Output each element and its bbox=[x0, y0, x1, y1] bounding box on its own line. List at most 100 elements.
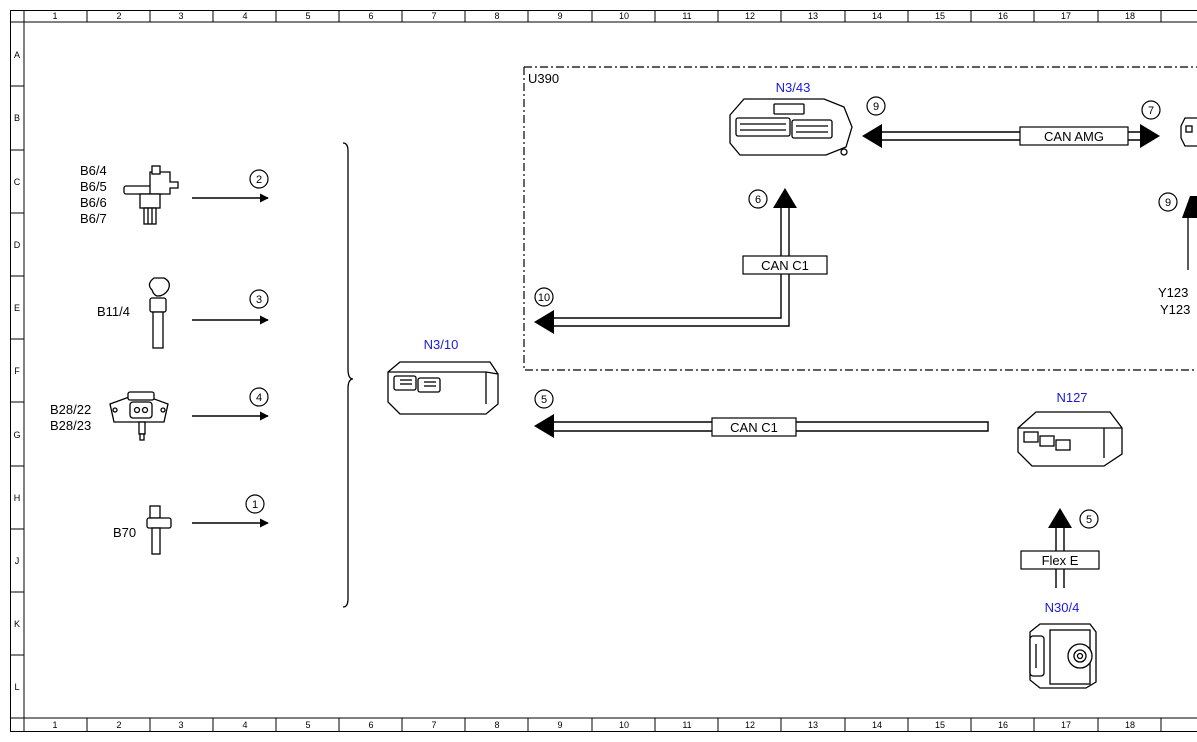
callout-circle-flex-e bbox=[1079, 509, 1099, 529]
bus-flex-e: Flex E 5 bbox=[1020, 508, 1100, 588]
bus-can-c1-upper: CAN C1 6 10 bbox=[534, 188, 828, 334]
temperature-sensor-icon bbox=[148, 277, 170, 349]
callout-circle-b28 bbox=[249, 387, 269, 407]
diagram-frame bbox=[10, 10, 1197, 732]
col-label-bottom-14: 14 bbox=[872, 720, 882, 730]
row-label-A: A bbox=[14, 50, 20, 60]
col-label-6: 6 bbox=[368, 11, 373, 21]
drive-authorization-unit-icon bbox=[1017, 411, 1123, 467]
callout-circle-b11 bbox=[249, 289, 269, 309]
module-n30-4: N30/4 bbox=[1029, 600, 1097, 689]
callout-can-c1-left: 5 bbox=[541, 394, 547, 406]
label-can-c1-lower: CAN C1 bbox=[730, 420, 778, 435]
col-label-bottom-3: 3 bbox=[178, 720, 183, 730]
col-label-13: 13 bbox=[808, 11, 818, 21]
col-label-bottom-13: 13 bbox=[808, 720, 818, 730]
callout-circle-u390-left bbox=[534, 287, 554, 307]
label-b6-5: B6/5 bbox=[80, 179, 107, 194]
callout-circle-can-amg-right bbox=[1141, 100, 1161, 120]
label-b70: B70 bbox=[113, 525, 136, 540]
col-label-bottom-5: 5 bbox=[305, 720, 310, 730]
label-n3-43: N3/43 bbox=[776, 80, 811, 95]
label-b28-22: B28/22 bbox=[50, 402, 91, 417]
col-label-bottom-17: 17 bbox=[1061, 720, 1071, 730]
label-b6-4: B6/4 bbox=[80, 163, 107, 178]
callout-b70: 1 bbox=[252, 499, 258, 511]
col-label-5: 5 bbox=[305, 11, 310, 21]
col-label-15: 15 bbox=[935, 11, 945, 21]
label-b6-6: B6/6 bbox=[80, 195, 107, 210]
callout-b6: 2 bbox=[256, 174, 262, 186]
row-label-J: J bbox=[15, 556, 20, 566]
col-label-bottom-18: 18 bbox=[1125, 720, 1135, 730]
sensor-b28: B28/22 B28/23 4 bbox=[50, 387, 269, 441]
sensor-b70: B70 1 bbox=[113, 494, 269, 555]
crankshaft-sensor-icon bbox=[146, 505, 172, 555]
ecu-n3-43: N3/43 bbox=[729, 80, 853, 156]
right-edge-signal: 9 Y123 Y123 bbox=[1158, 192, 1197, 317]
input-brace bbox=[342, 142, 354, 608]
column-grid: 1 2 3 4 5 6 7 8 9 10 11 12 13 14 15 16 1… bbox=[23, 10, 1162, 732]
col-label-bottom-16: 16 bbox=[998, 720, 1008, 730]
callout-circle-b6 bbox=[249, 169, 269, 189]
col-label-bottom-11: 11 bbox=[682, 720, 691, 730]
row-label-C: C bbox=[14, 177, 21, 187]
col-label-1: 1 bbox=[52, 11, 57, 21]
callout-b11: 3 bbox=[256, 294, 262, 306]
col-label-bottom-15: 15 bbox=[935, 720, 945, 730]
callout-can-c1-up: 6 bbox=[755, 194, 761, 206]
col-label-18: 18 bbox=[1125, 11, 1135, 21]
col-label-4: 4 bbox=[242, 11, 247, 21]
col-label-bottom-6: 6 bbox=[368, 720, 373, 730]
row-grid: A B C D E F G H J K L bbox=[10, 21, 24, 719]
col-label-bottom-8: 8 bbox=[494, 720, 499, 730]
row-label-F: F bbox=[14, 366, 20, 376]
esp-control-unit-icon bbox=[1029, 623, 1097, 689]
engine-control-unit-icon bbox=[387, 361, 499, 415]
row-label-L: L bbox=[14, 682, 19, 692]
col-label-12: 12 bbox=[745, 11, 755, 21]
label-u390: U390 bbox=[528, 71, 559, 86]
label-b28-23: B28/23 bbox=[50, 418, 91, 433]
label-b11-4: B11/4 bbox=[97, 304, 130, 319]
callout-circle-can-c1-up bbox=[748, 189, 768, 209]
pressure-sensor-icon bbox=[109, 391, 169, 441]
col-label-bottom-12: 12 bbox=[745, 720, 755, 730]
col-label-10: 10 bbox=[619, 11, 629, 21]
col-label-bottom-9: 9 bbox=[557, 720, 562, 730]
callout-can-amg-right: 7 bbox=[1148, 105, 1154, 117]
row-label-H: H bbox=[14, 493, 21, 503]
col-label-16: 16 bbox=[998, 11, 1008, 21]
label-b6-7: B6/7 bbox=[80, 211, 107, 226]
row-label-B: B bbox=[14, 113, 20, 123]
bus-can-c1-lower: CAN C1 5 bbox=[534, 389, 989, 438]
col-label-bottom-1: 1 bbox=[52, 720, 57, 730]
callout-can-amg-left: 9 bbox=[873, 101, 879, 113]
module-n127: N127 bbox=[1017, 390, 1123, 467]
col-label-17: 17 bbox=[1061, 11, 1071, 21]
row-label-D: D bbox=[14, 240, 21, 250]
col-label-bottom-10: 10 bbox=[619, 720, 629, 730]
ecu-n3-10: N3/10 bbox=[387, 337, 499, 415]
callout-circle-b70 bbox=[245, 494, 265, 514]
sensor-b6: B6/4 B6/5 B6/6 B6/7 2 bbox=[80, 163, 269, 226]
label-y123-a: Y123 bbox=[1158, 285, 1188, 300]
u390-boundary: U390 bbox=[523, 66, 1197, 371]
col-label-8: 8 bbox=[494, 11, 499, 21]
callout-circle-right-edge bbox=[1158, 192, 1178, 212]
label-y123-b: Y123 bbox=[1160, 302, 1190, 317]
row-label-K: K bbox=[14, 619, 20, 629]
label-n127: N127 bbox=[1056, 390, 1087, 405]
callout-b28: 4 bbox=[256, 392, 262, 404]
label-n30-4: N30/4 bbox=[1045, 600, 1080, 615]
bus-can-amg: CAN AMG 9 7 bbox=[862, 96, 1161, 148]
col-label-3: 3 bbox=[178, 11, 183, 21]
partial-right-component bbox=[1180, 117, 1197, 147]
label-flex-e: Flex E bbox=[1042, 553, 1079, 568]
col-label-bottom-2: 2 bbox=[116, 720, 121, 730]
callout-u390-left: 10 bbox=[538, 292, 550, 304]
label-can-c1-upper: CAN C1 bbox=[761, 258, 809, 273]
col-label-11: 11 bbox=[682, 11, 691, 21]
row-label-E: E bbox=[14, 303, 20, 313]
